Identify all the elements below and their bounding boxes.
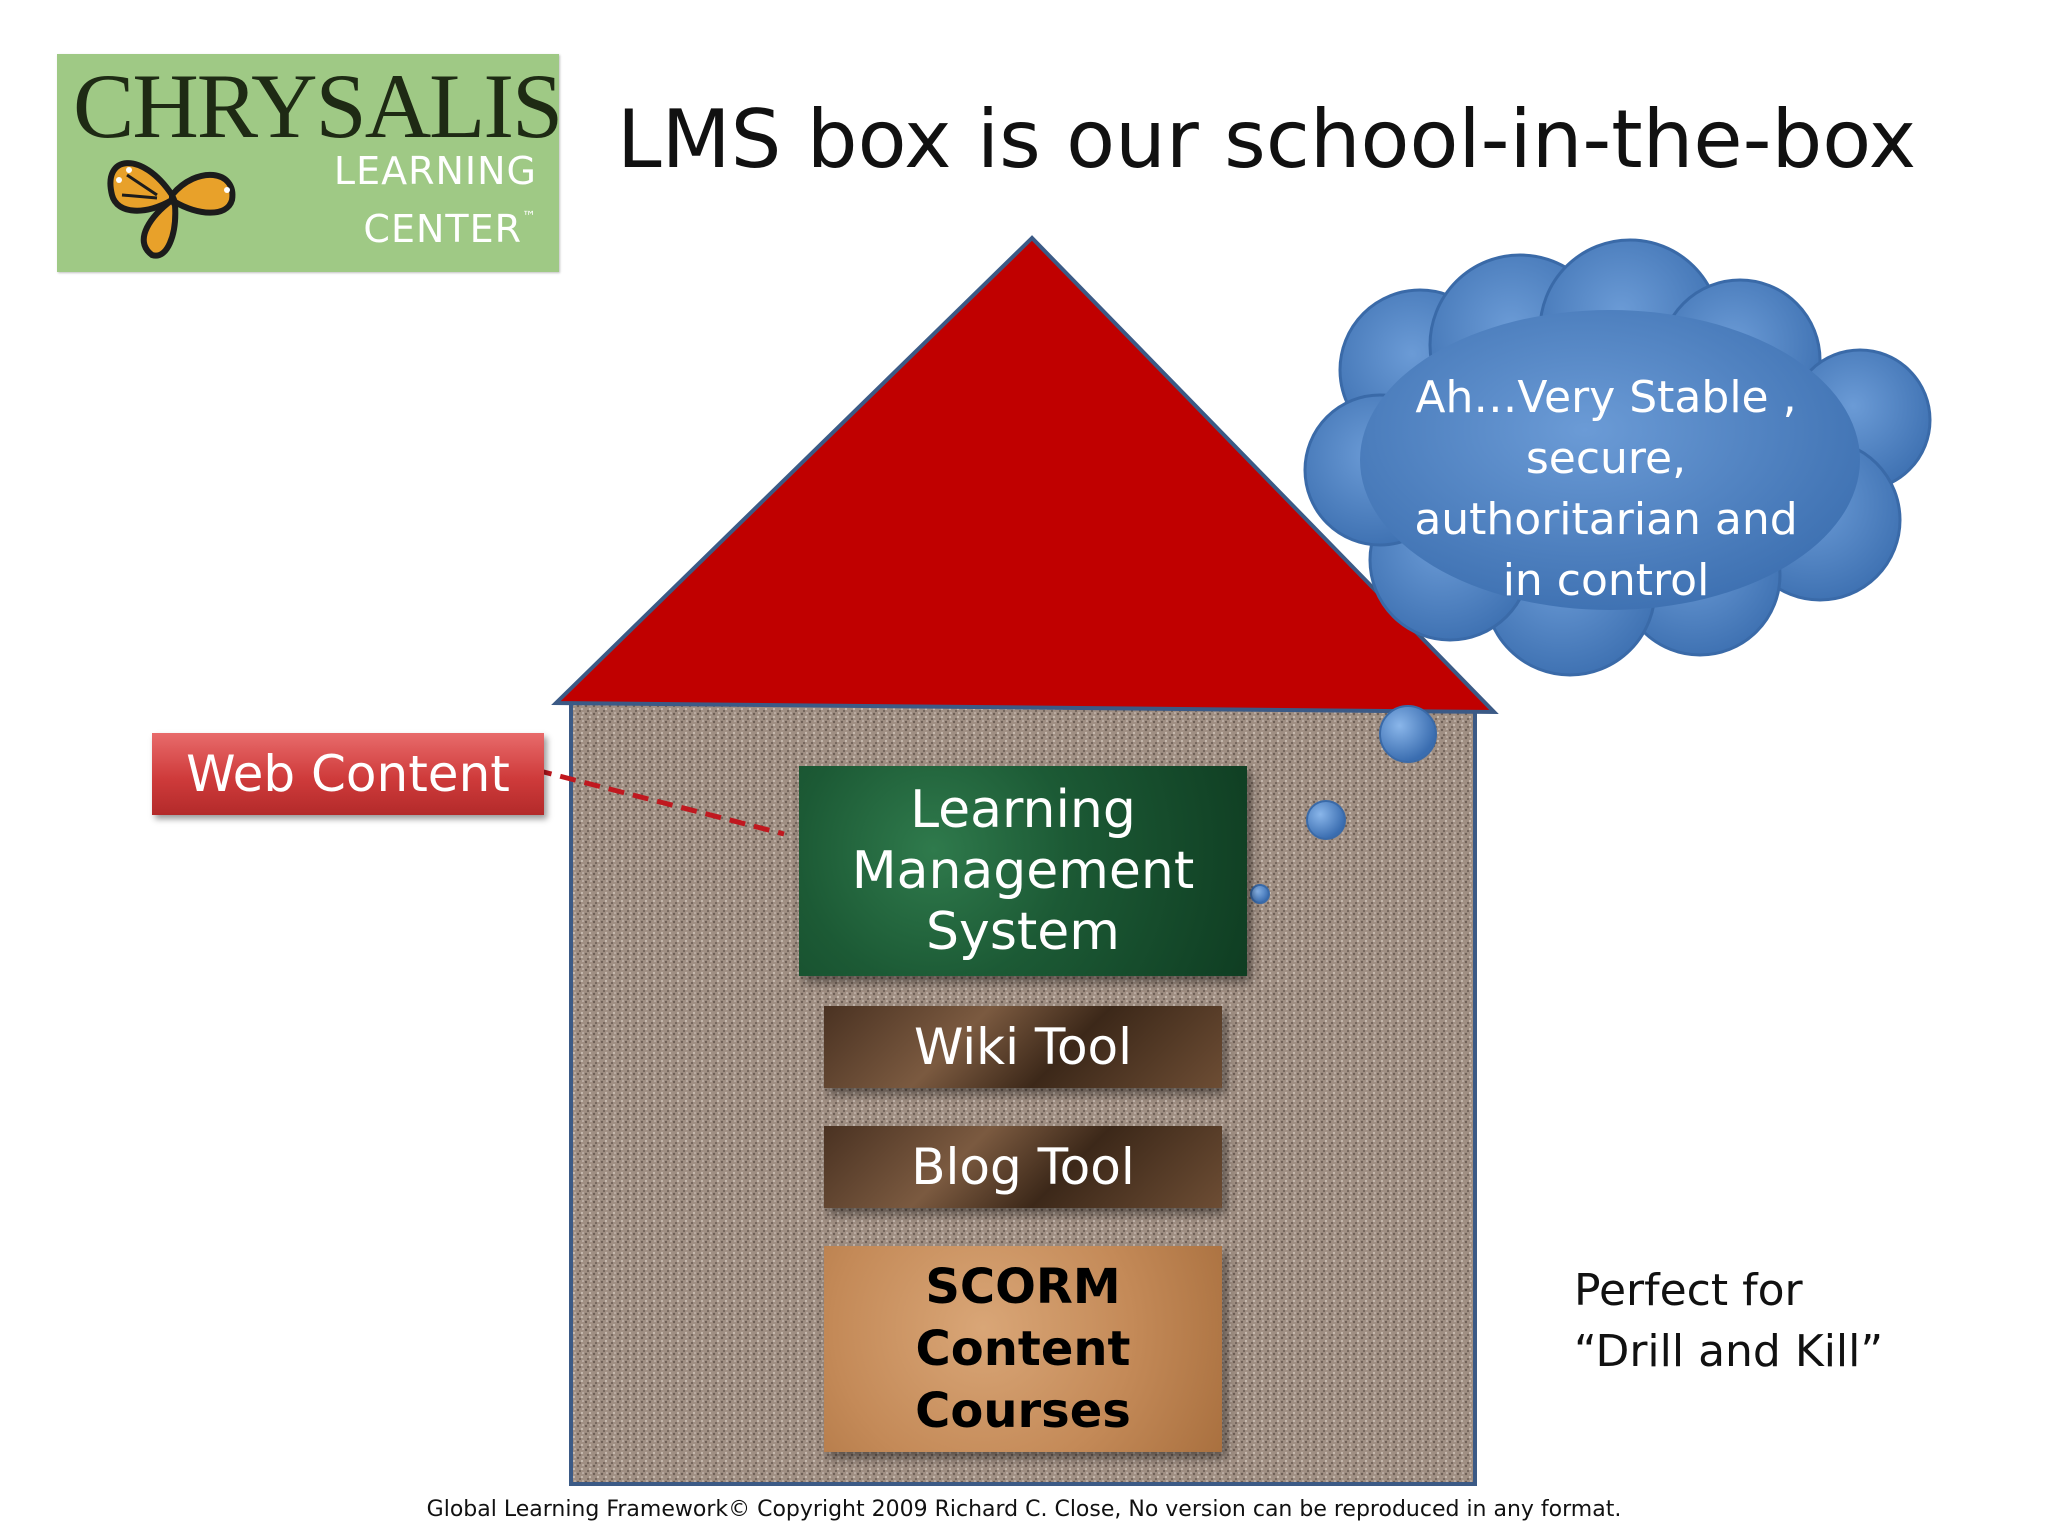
thought-bubble-medium xyxy=(1306,800,1346,840)
scorm-label-line3: Courses xyxy=(915,1383,1131,1439)
wiki-tool-label: Wiki Tool xyxy=(913,1018,1133,1076)
thought-cloud-shape xyxy=(1303,238,1932,677)
web-content-connector xyxy=(535,767,785,837)
web-content-label: Web Content xyxy=(186,745,510,803)
lms-label-line3: System xyxy=(926,901,1120,962)
cloud-line-4: in control xyxy=(1502,555,1710,606)
side-note: Perfect for “Drill and Kill” xyxy=(1574,1260,1883,1382)
side-note-line-1: Perfect for xyxy=(1574,1265,1803,1316)
thought-bubble-large xyxy=(1379,705,1437,763)
cloud-line-1: Ah…Very Stable , xyxy=(1415,372,1797,423)
copyright-footer: Global Learning Framework© Copyright 200… xyxy=(426,1497,1622,1522)
wiki-tool-block: Wiki Tool xyxy=(824,1006,1222,1088)
thought-cloud-text: Ah…Very Stable , secure, authoritarian a… xyxy=(1378,367,1834,611)
lms-label-line2: Management xyxy=(851,840,1195,901)
side-note-line-2: “Drill and Kill” xyxy=(1574,1326,1884,1377)
thought-bubble-small xyxy=(1250,884,1270,904)
logo-line-center: CENTER™ xyxy=(363,210,537,248)
logo-line-learning: LEARNING xyxy=(333,149,537,193)
logo-trademark: ™ xyxy=(522,209,537,225)
lms-label-line1: Learning xyxy=(910,779,1136,840)
cloud-line-3: authoritarian and xyxy=(1414,494,1798,545)
web-content-box: Web Content xyxy=(152,733,544,815)
blog-tool-label: Blog Tool xyxy=(911,1138,1135,1196)
cloud-line-2: secure, xyxy=(1525,433,1687,484)
scorm-label-line1: SCORM xyxy=(925,1259,1121,1315)
slide-title: LMS box is our school-in-the-box xyxy=(617,93,1917,186)
chrysalis-logo: CHRYSALIS LEARNING CENTER™ xyxy=(57,54,559,272)
scorm-label-line2: Content xyxy=(915,1321,1131,1377)
house-roof xyxy=(551,235,1499,715)
logo-title: CHRYSALIS xyxy=(73,55,559,157)
lms-block: Learning Management System xyxy=(799,766,1247,976)
blog-tool-block: Blog Tool xyxy=(824,1126,1222,1208)
logo-line-center-text: CENTER xyxy=(363,207,522,251)
butterfly-icon xyxy=(107,160,236,259)
scorm-block: SCORM Content Courses xyxy=(824,1246,1222,1452)
